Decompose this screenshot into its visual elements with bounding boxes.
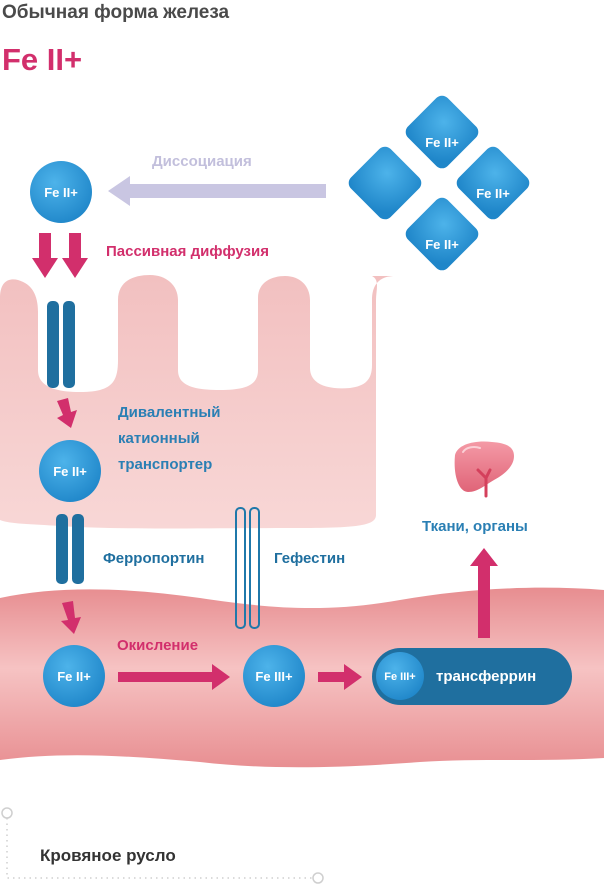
fe3-ion-label: Fe III+ [255,669,293,684]
fe3-ion-bound-label: Fe III+ [384,671,416,683]
page-title: Обычная форма железа [2,2,230,23]
transporter-label-3: транспортер [118,456,212,473]
ferroportin-label: Ферропортин [103,550,204,567]
dissociation-label: Диссоциация [152,153,252,170]
diffusion-arrow-right [62,233,88,278]
hephaestin-label: Гефестин [274,550,345,567]
transporter-label-1: Дивалентный [118,404,220,421]
cluster-diamond [405,197,479,271]
arrow-to-transferrin [318,664,362,690]
fe2-ion-middle-label: Fe II+ [53,464,87,479]
fe2-ion-top [30,161,92,223]
bloodstream-label: Кровяное русло [40,846,176,865]
liver-icon [454,441,514,498]
oxidation-arrow [118,664,230,690]
ferroportin-bar-right [72,514,84,584]
bracket-dot-end [312,872,324,884]
dmt1-bar-right [63,301,75,388]
transporter-label-2: катионный [118,430,200,447]
transferrin-label: трансферрин [436,668,536,685]
cluster-ion-label: Fe II+ [476,186,510,201]
arrow-to-ion-bottom [61,601,81,634]
cluster-ion-label: Fe II+ [425,237,459,252]
cluster-ion-label: Fe II+ [425,135,459,150]
fe3-ion-bound [376,652,424,700]
passive-diffusion-label: Пассивная диффузия [106,243,269,260]
fe2-ion-bottom [43,645,105,707]
arrow-to-ion-middle [57,398,77,428]
cluster-diamond [456,146,530,220]
oxidation-label: Окисление [117,637,198,654]
fe3-ion [243,645,305,707]
hephaestin-bar-left [235,507,246,629]
hephaestin-bar-right [249,507,260,629]
cluster-diamond [348,146,422,220]
fe2-ion-top-label: Fe II+ [44,185,78,200]
dmt1-bar-left [47,301,59,388]
fe2-ion-bottom-label: Fe II+ [57,669,91,684]
bracket-dot-top [1,807,13,819]
diffusion-arrow-left [32,233,58,278]
transferrin-complex [372,648,572,705]
cluster-diamond [405,95,479,169]
fe2-ion-middle [39,440,101,502]
dissociation-arrow [108,176,326,206]
iron-compound-cluster: Fe II+ Fe II+ Fe II+ [348,95,530,271]
ferroportin-bar-left [56,514,68,584]
tissues-label: Ткани, органы [422,518,528,535]
iron-formula: Fe II+ [2,42,83,77]
arrow-to-tissues [470,548,498,638]
